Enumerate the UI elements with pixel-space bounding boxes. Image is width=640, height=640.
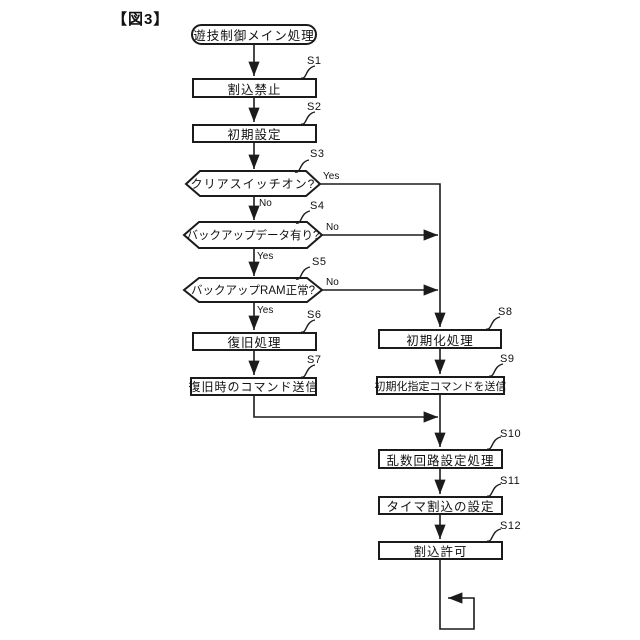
step-label-s11: S11: [500, 475, 521, 487]
line-s3-yes-branch: [320, 183, 446, 327]
branch-label-s4-no: No: [326, 222, 339, 233]
process-box-s10: 乱数回路設定処理: [378, 449, 503, 469]
process-box-s8: 初期化処理: [378, 329, 502, 349]
step-label-s10: S10: [500, 428, 522, 440]
step-label-s6: S6: [307, 309, 322, 321]
arrow-s7-join: [253, 396, 438, 423]
process-box-s9: 初期化指定コマンドを送信: [375, 376, 507, 395]
process-box-s1: 割込禁止: [192, 78, 317, 98]
branch-label-s3-no: No: [259, 198, 272, 209]
branch-label-s3-yes: Yes: [323, 171, 340, 182]
decision-text-s5: バックアップRAM正常?: [191, 285, 315, 297]
process-box-s2: 初期設定: [192, 124, 317, 143]
decision-text-s4: バックアップデータ有り?: [186, 230, 320, 242]
process-box-s7: 復旧時のコマンド送信: [189, 377, 318, 396]
loop-connector: [439, 560, 475, 630]
branch-label-s5-no: No: [326, 277, 339, 288]
process-box-s12: 割込許可: [378, 541, 503, 560]
process-box-s6: 復旧処理: [192, 332, 317, 351]
step-label-s7: S7: [307, 354, 322, 366]
step-label-s8: S8: [498, 306, 513, 318]
process-box-s11: タイマ割込の設定: [378, 496, 503, 515]
branch-label-s5-yes: Yes: [257, 305, 274, 316]
start-terminator: 遊技制御メイン処理: [191, 24, 317, 45]
step-label-s4: S4: [310, 200, 325, 212]
figure-title: 【図3】: [112, 11, 170, 28]
step-label-leaders: [294, 65, 504, 542]
step-label-s2: S2: [307, 101, 322, 113]
step-label-s1: S1: [307, 55, 322, 67]
step-label-s9: S9: [500, 353, 515, 365]
step-label-s3: S3: [310, 148, 325, 160]
step-label-s12: S12: [500, 520, 522, 532]
branch-label-s4-yes: Yes: [257, 251, 274, 262]
step-label-s5: S5: [312, 256, 327, 268]
decision-text-s3: クリアスイッチオン?: [190, 177, 316, 191]
